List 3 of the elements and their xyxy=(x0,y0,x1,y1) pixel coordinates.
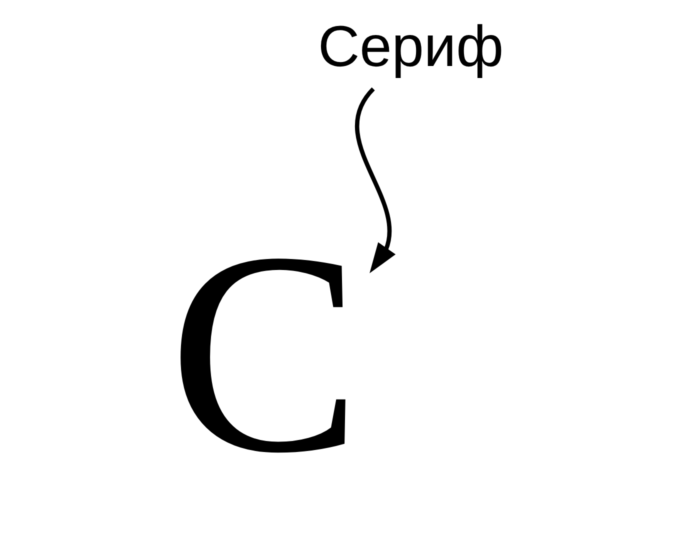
arrow xyxy=(354,88,396,274)
node-text: С xyxy=(168,194,362,513)
node-text: Сериф xyxy=(318,14,504,79)
